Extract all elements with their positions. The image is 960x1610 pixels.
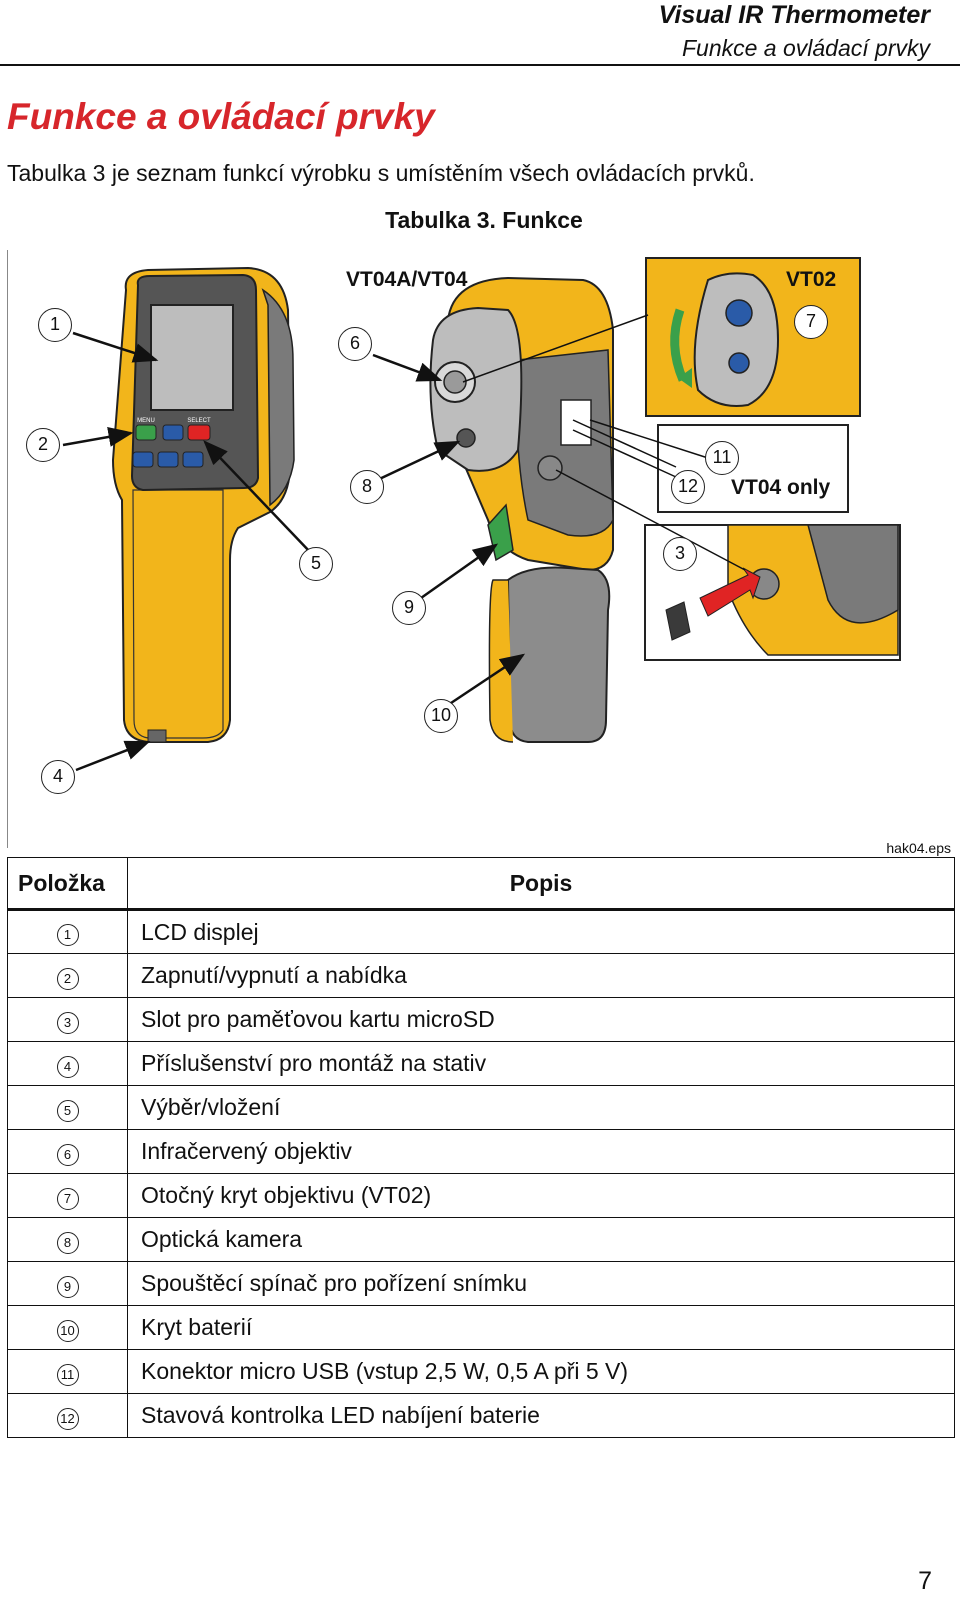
item-description: Příslušenství pro montáž na stativ [127,1041,955,1086]
item-number-cell: 5 [7,1085,128,1130]
item-number-cell: 3 [7,997,128,1042]
header-rule [0,64,960,66]
select-key-label: SELECT [187,418,211,424]
item-number-badge: 10 [56,1319,79,1342]
item-description: Infračervený objektiv [127,1129,955,1174]
item-description: Spouštěcí spínač pro pořízení snímku [127,1261,955,1306]
item-description: Stavová kontrolka LED nabíjení baterie [127,1393,955,1438]
item-number-badge: 12 [56,1407,79,1430]
table-row: 3 Slot pro paměťovou kartu microSD [7,997,955,1042]
table-row: 6 Infračervený objektiv [7,1129,955,1174]
item-number-cell: 12 [7,1393,128,1438]
callout-4: 4 [41,760,75,794]
callout-3: 3 [663,537,697,571]
item-number-badge: 4 [56,1055,79,1078]
item-number-cell: 2 [7,953,128,998]
table-row: 8 Optická kamera [7,1217,955,1262]
callout-8: 8 [350,470,384,504]
callout-10: 10 [424,699,458,733]
item-number-cell: 1 [7,909,128,954]
item-number-cell: 9 [7,1261,128,1306]
item-description: Optická kamera [127,1217,955,1262]
callout-1: 1 [38,308,72,342]
table-row: 1 LCD displej [7,909,955,954]
item-number-badge: 1 [56,924,79,946]
item-number-badge: 8 [56,1231,79,1254]
table-row: 10 Kryt baterií [7,1305,955,1350]
table-row: 2 Zapnutí/vypnutí a nabídka [7,953,955,998]
item-number-cell: 7 [7,1173,128,1218]
table-row: 9 Spouštěcí spínač pro pořízení snímku [7,1261,955,1306]
front-view-device: MENU SELECT [111,266,295,743]
item-number-badge: 7 [56,1187,79,1210]
callout-5: 5 [299,547,333,581]
figure-filename: hak04.eps [886,840,951,856]
table-row: 7 Otočný kryt objektivu (VT02) [7,1173,955,1218]
item-description: Výběr/vložení [127,1085,955,1130]
callout-7: 7 [794,305,828,339]
thermometer-illustration: MENU SELECT [62,257,901,772]
callout-12: 12 [671,470,705,504]
header-subtitle: Funkce a ovládací prvky [681,35,930,61]
side-view-device [429,276,614,743]
header-title: Visual IR Thermometer [658,1,930,29]
features-table: Položka Popis 1 LCD displej 2 Zapnutí/vypnu… [7,857,955,1438]
menu-key-label: MENU [137,418,155,424]
item-number-badge: 2 [56,967,79,990]
item-number-cell: 6 [7,1129,128,1174]
item-description: LCD displej [127,909,955,954]
model-label-vt04-only: VT04 only [731,476,831,499]
item-description: Konektor micro USB (vstup 2,5 W, 0,5 A p… [127,1349,955,1394]
item-number-badge: 6 [56,1143,79,1166]
callout-9: 9 [392,591,426,625]
table-caption: Tabulka 3. Funkce [385,207,583,233]
vt02-inset [645,257,861,417]
callout-2: 2 [26,428,60,462]
table-row: 5 Výběr/vložení [7,1085,955,1130]
table-row: 12 Stavová kontrolka LED nabíjení baterie [7,1393,955,1438]
item-number-cell: 10 [7,1305,128,1350]
item-description: Otočný kryt objektivu (VT02) [127,1173,955,1218]
table-header-row: Položka Popis [7,857,955,911]
item-number-badge: 3 [56,1011,79,1034]
item-number-badge: 11 [56,1363,79,1386]
header-item: Položka [7,857,128,911]
table-row: 11 Konektor micro USB (vstup 2,5 W, 0,5 A… [7,1349,955,1394]
callout-11: 11 [705,441,739,475]
product-figure: MENU SELECT [7,250,955,856]
section-title: Funkce a ovládací prvky [7,96,435,137]
page-number: 7 [918,1567,932,1595]
callout-6: 6 [338,327,372,361]
callout-leaders [62,314,746,772]
running-header: Visual IR Thermometer Funkce a ovládací … [659,0,930,63]
item-number-cell: 4 [7,1041,128,1086]
item-number-badge: 5 [56,1099,79,1122]
item-number-badge: 9 [56,1275,79,1298]
microsd-inset [644,524,901,661]
item-number-cell: 8 [7,1217,128,1262]
intro-paragraph: Tabulka 3 je seznam funkcí výrobku s umí… [7,160,755,186]
header-description: Popis [127,857,955,911]
item-description: Kryt baterií [127,1305,955,1350]
model-label-vt04a: VT04A/VT04 [346,268,468,291]
item-description: Zapnutí/vypnutí a nabídka [127,953,955,998]
table-row: 4 Příslušenství pro montáž na stativ [7,1041,955,1086]
item-description: Slot pro paměťovou kartu microSD [127,997,955,1042]
model-label-vt02: VT02 [786,268,837,291]
item-number-cell: 11 [7,1349,128,1394]
